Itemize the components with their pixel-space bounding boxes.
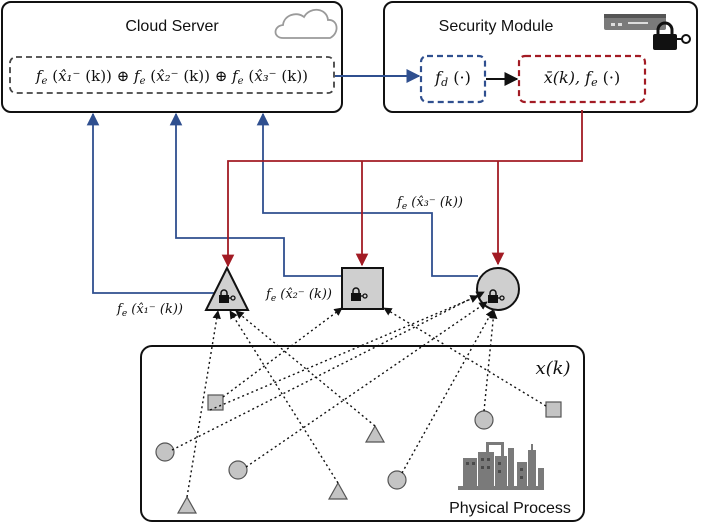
cloud-server-box: Cloud Server fe (x̂₁⁻ (k)) ⊕ fe (x̂₂⁻ (k… xyxy=(1,1,343,113)
aggregate-box xyxy=(9,56,335,94)
process-node-triangle xyxy=(327,481,349,500)
sensor1-triangle xyxy=(204,265,250,311)
sensor2-square xyxy=(341,267,384,310)
security-module-box: Security Module fd (·) x̄(k), fe (·) xyxy=(383,1,698,113)
lock-icon xyxy=(219,289,236,303)
process-node-circle xyxy=(474,410,494,430)
security-module-title: Security Module xyxy=(439,18,554,35)
sensor2-label: fe (x̂₂⁻ (k)) xyxy=(265,287,332,304)
estimate-output: x̄(k), fe (·) xyxy=(544,68,621,89)
aggregate-expression: fe (x̂₁⁻ (k)) ⊕ fe (x̂₂⁻ (k)) ⊕ fe (x̂₃⁻… xyxy=(35,67,308,87)
process-node-triangle xyxy=(364,424,386,443)
sensor1-label: fe (x̂₁⁻ (k)) xyxy=(116,302,183,319)
lock-icon xyxy=(488,289,505,303)
key-to-sensor1 xyxy=(221,110,583,268)
process-node-circle xyxy=(387,470,407,490)
physical-process-title: Physical Process xyxy=(449,500,571,517)
physical-process-box: x(k) Physical Process xyxy=(140,345,585,522)
decrypt-function: fd (·) xyxy=(434,68,471,89)
process-node-circle xyxy=(155,442,175,462)
process-node-triangle xyxy=(176,495,198,514)
lock-icon xyxy=(351,287,368,301)
sensor3-label: fe (x̂₃⁻ (k)) xyxy=(396,195,463,212)
factory-icon xyxy=(458,442,544,490)
cloud-icon xyxy=(274,8,338,39)
sensor3-circle xyxy=(476,267,520,311)
estimate-box xyxy=(517,54,647,104)
sensor3-uplink xyxy=(256,112,478,277)
cloud-server-title: Cloud Server xyxy=(125,18,219,35)
process-node-square xyxy=(545,401,562,418)
decrypt-box xyxy=(419,54,487,104)
sensor2-uplink xyxy=(169,112,342,277)
measurement-links xyxy=(171,291,547,498)
process-node-square xyxy=(207,394,224,411)
process-state-label: x(k) xyxy=(535,358,570,379)
sensor1-uplink xyxy=(86,112,218,294)
server-lock-icon xyxy=(604,14,691,50)
process-node-circle xyxy=(228,460,248,480)
